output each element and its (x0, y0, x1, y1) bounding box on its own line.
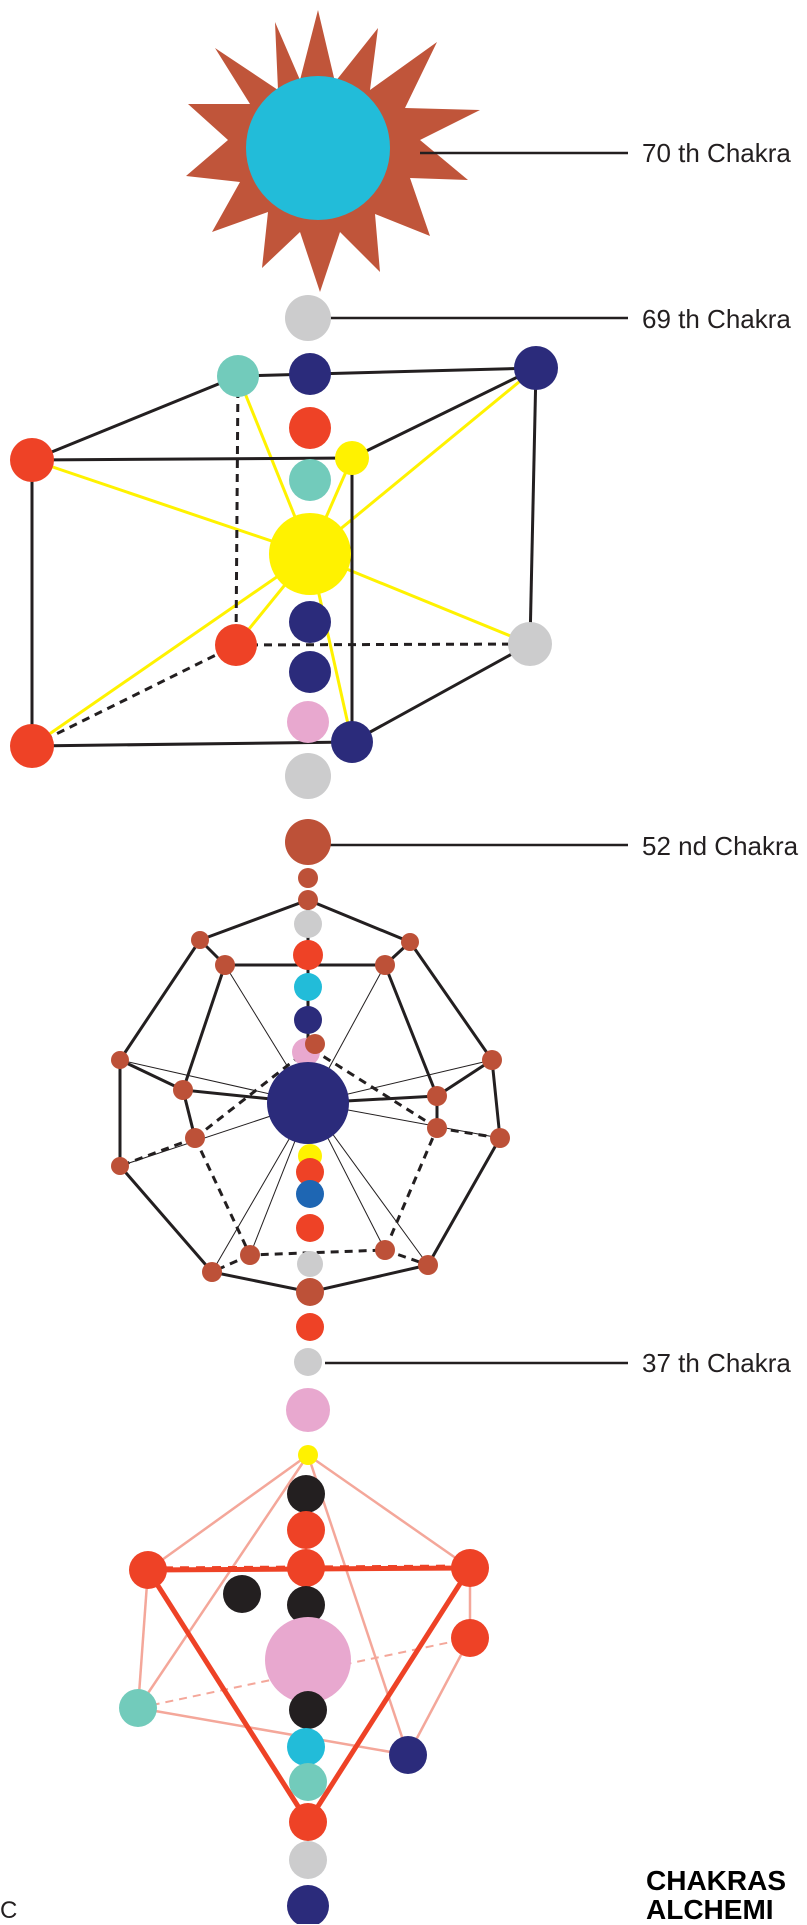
title-block: CHAKRAS ALCHEMI (646, 1866, 786, 1925)
brown-sphere (305, 1034, 325, 1054)
blue-sphere (296, 1180, 324, 1208)
red-sphere (10, 438, 54, 482)
cube-edges (30, 366, 538, 748)
brown-sphere (298, 868, 318, 888)
title-line-2: ALCHEMI (646, 1894, 774, 1925)
brown-sphere (482, 1050, 502, 1070)
brown-sphere (298, 890, 318, 910)
red-sphere (10, 724, 54, 768)
black-sphere (287, 1586, 325, 1624)
yellow-sphere (269, 513, 351, 595)
sun-70th-chakra (186, 10, 480, 292)
red-sphere (296, 1214, 324, 1242)
red-sphere (129, 1551, 167, 1589)
brown-sphere (191, 931, 209, 949)
grey-sphere (294, 1348, 322, 1376)
black-sphere (223, 1575, 261, 1613)
navy-sphere (389, 1736, 427, 1774)
label-37th-chakra: 37 th Chakra (642, 1348, 791, 1378)
brown-sphere (401, 933, 419, 951)
red-sphere (296, 1313, 324, 1341)
label-69th-chakra: 69 th Chakra (642, 304, 791, 334)
brown-sphere (490, 1128, 510, 1148)
brown-sphere (375, 955, 395, 975)
red-sphere (451, 1549, 489, 1587)
red-sphere (451, 1619, 489, 1657)
teal-sphere (289, 1763, 327, 1801)
brown-sphere (202, 1262, 222, 1282)
brown-sphere (285, 819, 331, 865)
yellow-sphere (298, 1445, 318, 1465)
red-sphere (296, 1158, 324, 1186)
teal-sphere (217, 355, 259, 397)
red-sphere (293, 940, 323, 970)
title-line-1: CHAKRAS (646, 1865, 786, 1896)
grey-sphere (294, 910, 322, 938)
brown-sphere (215, 955, 235, 975)
teal-sphere (119, 1689, 157, 1727)
grey-sphere (508, 622, 552, 666)
navy-sphere (267, 1062, 349, 1144)
label-70th-chakra: 70 th Chakra (642, 138, 791, 168)
sun-core (246, 76, 390, 220)
corner-letter: C (0, 1897, 18, 1924)
brown-sphere (173, 1080, 193, 1100)
cyan-sphere (287, 1728, 325, 1766)
navy-sphere (331, 721, 373, 763)
teal-sphere (289, 459, 331, 501)
brown-sphere (427, 1086, 447, 1106)
brown-sphere (111, 1157, 129, 1175)
cyan-sphere (294, 973, 322, 1001)
red-sphere (289, 1803, 327, 1841)
navy-sphere (289, 651, 331, 693)
label-leaders (325, 151, 628, 1365)
grey-sphere (285, 295, 331, 341)
brown-sphere (111, 1051, 129, 1069)
brown-sphere (185, 1128, 205, 1148)
brown-sphere (240, 1245, 260, 1265)
black-sphere (289, 1691, 327, 1729)
cube-hidden-edges (31, 375, 531, 748)
navy-sphere (289, 353, 331, 395)
brown-sphere (418, 1255, 438, 1275)
red-sphere (215, 624, 257, 666)
pink-sphere (265, 1617, 351, 1703)
red-sphere (287, 1511, 325, 1549)
pink-sphere (286, 1388, 330, 1432)
grey-sphere (297, 1251, 323, 1277)
brown-sphere (375, 1240, 395, 1260)
label-52nd-chakra: 52 nd Chakra (642, 831, 799, 861)
navy-sphere (294, 1006, 322, 1034)
chakra-spheres (10, 295, 558, 1924)
brown-sphere (296, 1278, 324, 1306)
navy-sphere (287, 1885, 329, 1924)
grey-sphere (289, 1841, 327, 1879)
octahedron-geometry (136, 1453, 473, 1824)
grey-sphere (285, 753, 331, 799)
red-sphere (287, 1549, 325, 1587)
yellow-sphere (335, 441, 369, 475)
red-sphere (289, 407, 331, 449)
navy-sphere (289, 601, 331, 643)
pink-sphere (287, 701, 329, 743)
black-sphere (287, 1475, 325, 1513)
navy-sphere (514, 346, 558, 390)
octa-light-edges (136, 1453, 472, 1757)
brown-sphere (427, 1118, 447, 1138)
